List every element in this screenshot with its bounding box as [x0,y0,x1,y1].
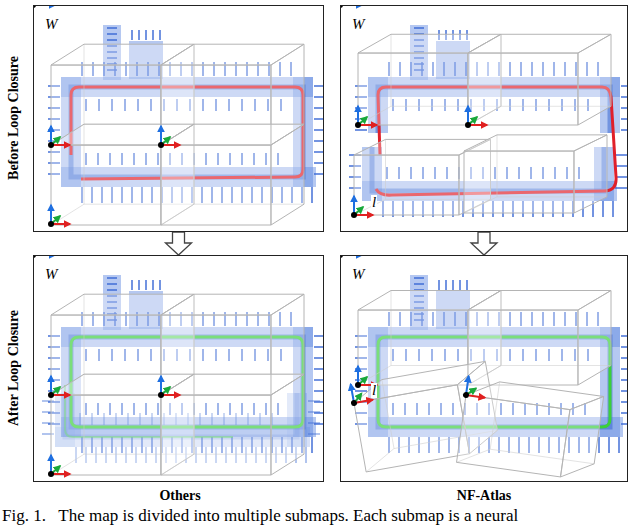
illustration-part [48,205,70,227]
illustration-part [33,255,320,477]
illustration-part [464,135,607,213]
panel-art [337,252,627,481]
illustration-part [33,5,55,13]
illustration-part [468,34,611,125]
illustration-part [457,377,604,481]
illustration-part [158,376,180,398]
illustration-part [158,126,180,148]
illustration-part [463,376,488,401]
block-arrow [166,232,192,255]
map-panel: Wl [340,5,628,232]
illustration-part [351,196,373,218]
illustration-part [355,106,377,128]
block-arrow [471,232,497,255]
panel-art [30,252,320,477]
map-panel: Wl [340,255,628,482]
frame-label: W [351,17,366,32]
map-panel: W [33,255,324,482]
illustration-part [340,255,627,481]
illustration-part [340,255,362,263]
column-label: NF-Atlas [457,488,511,503]
frame-label: W [351,267,366,282]
frame-label: W [44,17,59,32]
illustration-part [340,5,362,13]
row-label: After Loop Closure [6,310,21,426]
frame-label: l [371,383,377,398]
illustration-part [48,376,70,398]
frame-label: l [371,195,377,210]
illustration-part [465,106,487,128]
illustration-part [468,291,611,386]
frame-label: W [44,267,59,282]
illustration-part [161,374,304,475]
illustration-part [48,126,70,148]
illustration-part [340,5,627,218]
column-label: Others [159,488,200,503]
row-label: Before Loop Closure [6,56,21,180]
illustration-part [161,124,304,225]
map-panel: W [33,5,324,232]
illustration-part [33,255,55,263]
illustration-part [33,5,320,227]
illustration-part [48,455,70,477]
panel-art [337,2,627,218]
panel-art [30,2,320,227]
figure-caption: Fig. 1. The map is divided into multiple… [2,507,518,526]
illustration-part [348,381,373,406]
